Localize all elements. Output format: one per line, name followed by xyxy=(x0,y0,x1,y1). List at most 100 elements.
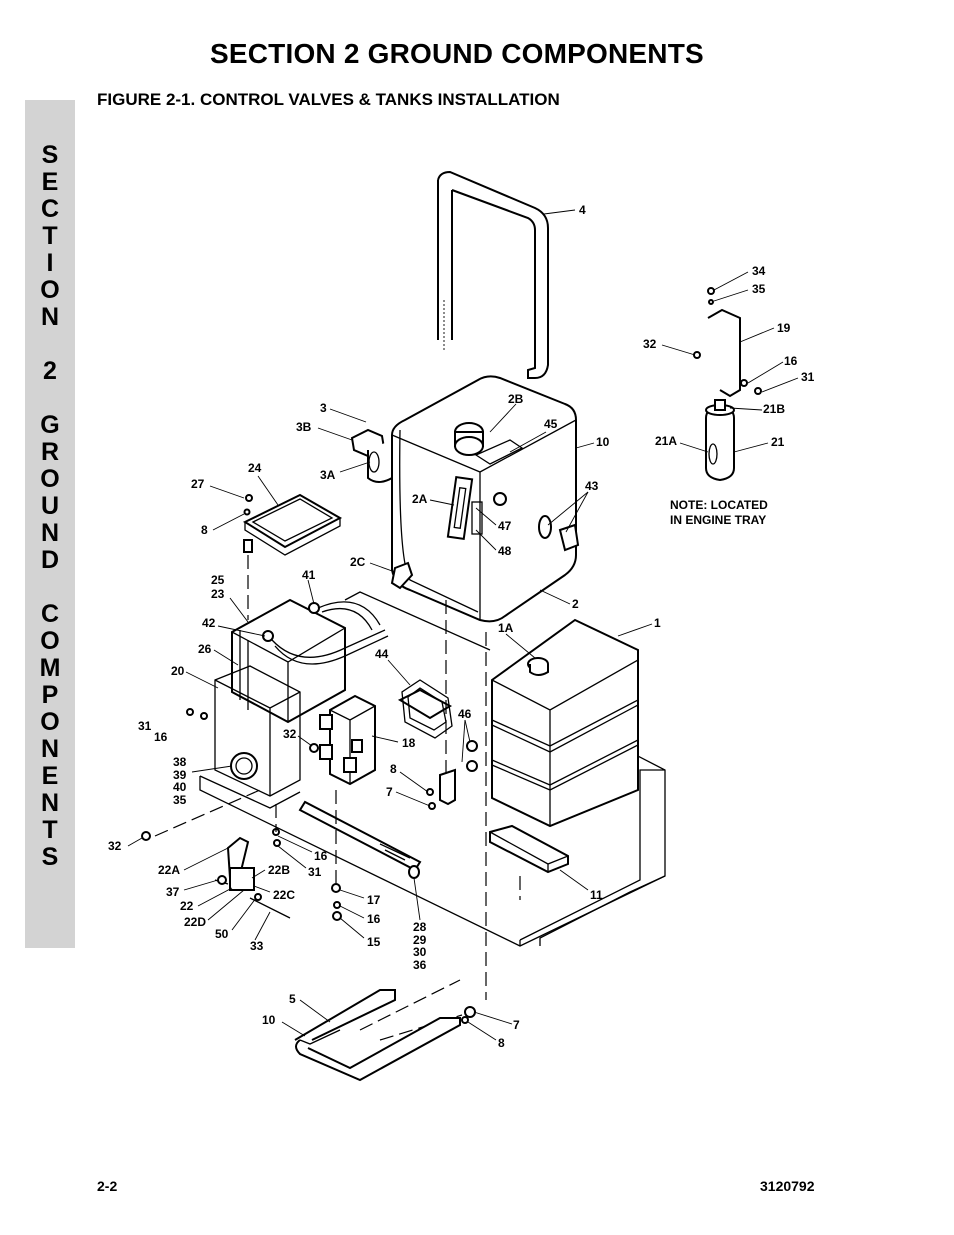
side-tab-letter: S xyxy=(41,141,59,169)
leader-lines xyxy=(127,209,799,1041)
callout-label: 31 xyxy=(801,370,815,384)
callout-label: 8 xyxy=(390,762,397,776)
callout-label: 15 xyxy=(367,935,381,949)
callout-label: 8 xyxy=(201,523,208,537)
callout-label: 45 xyxy=(544,417,558,431)
callout-label: 7 xyxy=(513,1018,520,1032)
side-tab-letter: N xyxy=(40,519,60,547)
side-tab-letter: P xyxy=(41,681,59,709)
callout-label: 1 xyxy=(654,616,661,630)
callout-label: 8 xyxy=(498,1036,505,1050)
side-tab-letter: S xyxy=(41,843,59,871)
side-tab-letter: C xyxy=(40,195,60,223)
callout-label: 16 xyxy=(367,912,381,926)
callout-label: 3B xyxy=(296,420,312,434)
callout-label: 3A xyxy=(320,468,336,482)
callout-label: 4 xyxy=(579,203,586,217)
callout-label: 22D xyxy=(184,915,206,929)
side-tab-letter: E xyxy=(41,168,59,196)
callout-label: 44 xyxy=(375,647,389,661)
side-tab-letter: G xyxy=(40,411,60,439)
page-number: 2-2 xyxy=(97,1178,118,1194)
callout-label: 35 xyxy=(752,282,766,296)
callout-label: 2 xyxy=(572,597,579,611)
callout-label: 39 xyxy=(173,768,187,782)
callout-label: 25 xyxy=(211,573,225,587)
callout-label: 50 xyxy=(215,927,229,941)
figure-title: FIGURE 2-1. CONTROL VALVES & TANKS INSTA… xyxy=(97,90,560,109)
callout-label: 20 xyxy=(171,664,185,678)
callout-label: 42 xyxy=(202,616,216,630)
callout-label: 35 xyxy=(173,793,187,807)
callout-labels: 4 34 35 19 32 16 31 21B 21A 21 3 3B 2B 4… xyxy=(108,203,815,1050)
callout-label: 16 xyxy=(784,354,798,368)
callout-label: 24 xyxy=(248,461,262,475)
callout-label: 48 xyxy=(498,544,512,558)
callout-label: 18 xyxy=(402,736,416,750)
callout-label: 17 xyxy=(367,893,381,907)
callout-label: 32 xyxy=(283,727,297,741)
callout-label: 27 xyxy=(191,477,205,491)
callout-label: 43 xyxy=(585,479,599,493)
side-tab-letter: I xyxy=(46,249,54,277)
callout-label: 21 xyxy=(771,435,785,449)
callout-label: 5 xyxy=(289,992,296,1006)
side-tab-letter: U xyxy=(40,492,60,520)
side-tab-letter: E xyxy=(41,762,59,790)
side-tab-letter: R xyxy=(40,438,60,466)
side-tab-letter: C xyxy=(40,600,60,628)
callout-label: 32 xyxy=(108,839,122,853)
side-tab-letter: T xyxy=(42,816,58,844)
note-line: NOTE: LOCATED xyxy=(670,498,768,512)
diagram-artwork xyxy=(141,170,762,1082)
callout-label: 26 xyxy=(198,642,212,656)
callout-label: 31 xyxy=(308,865,322,879)
callout-label: 16 xyxy=(314,849,328,863)
callout-label: 11 xyxy=(590,888,603,902)
side-tab-letter: O xyxy=(40,627,60,655)
callout-label: 22A xyxy=(158,863,180,877)
callout-label: 47 xyxy=(498,519,512,533)
callout-label: 2C xyxy=(350,555,366,569)
callout-label: 21B xyxy=(763,402,785,416)
document-number: 3120792 xyxy=(760,1178,815,1194)
side-tab-letter: D xyxy=(40,546,60,574)
callout-label: 7 xyxy=(386,785,393,799)
callout-label: 33 xyxy=(250,939,264,953)
callout-label: 37 xyxy=(166,885,180,899)
callout-label: 16 xyxy=(154,730,168,744)
side-tab-letter: N xyxy=(40,303,60,331)
callout-label: 41 xyxy=(302,568,316,582)
callout-label: 29 xyxy=(413,933,427,947)
callout-label: 32 xyxy=(643,337,657,351)
figure-note: NOTE: LOCATED IN ENGINE TRAY xyxy=(670,498,768,527)
side-tab-letter: M xyxy=(39,654,61,682)
section-title: SECTION 2 GROUND COMPONENTS xyxy=(210,38,704,69)
callout-label: 10 xyxy=(262,1013,276,1027)
callout-label: 3 xyxy=(320,401,327,415)
side-tab-letter: O xyxy=(40,708,60,736)
callout-label: 2A xyxy=(412,492,428,506)
callout-label: 23 xyxy=(211,587,225,601)
callout-label: 22 xyxy=(180,899,194,913)
callout-label: 19 xyxy=(777,321,791,335)
callout-label: 38 xyxy=(173,755,187,769)
callout-label: 10 xyxy=(596,435,610,449)
callout-label: 34 xyxy=(752,264,766,278)
callout-label: 22B xyxy=(268,863,290,877)
callout-label: 40 xyxy=(173,780,187,794)
side-tab-letter: T xyxy=(42,222,58,250)
side-tab-letter: 2 xyxy=(43,357,57,385)
callout-label: 30 xyxy=(413,945,427,959)
side-tab-letter: O xyxy=(40,465,60,493)
callout-label: 22C xyxy=(273,888,295,902)
callout-label: 31 xyxy=(138,719,152,733)
callout-label: 21A xyxy=(655,434,677,448)
callout-label: 46 xyxy=(458,707,472,721)
callout-label: 2B xyxy=(508,392,524,406)
side-tab-letter: N xyxy=(40,735,60,763)
callout-label: 1A xyxy=(498,621,514,635)
